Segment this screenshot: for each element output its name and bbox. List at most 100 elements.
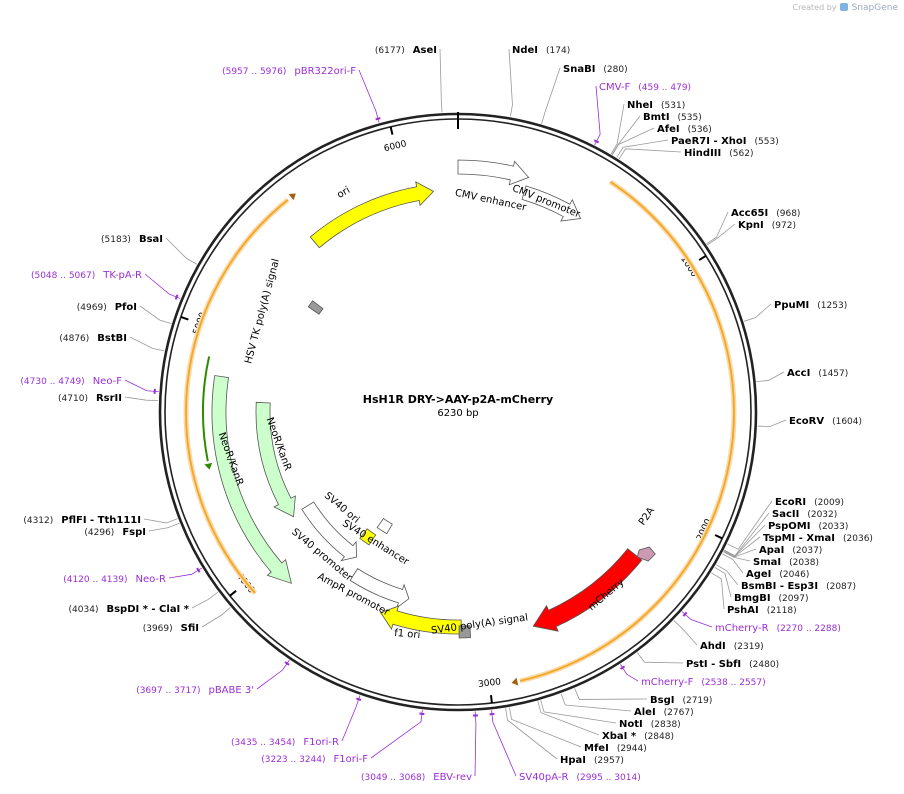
site-leader-0 [439, 48, 443, 113]
created-by-credit: Created by SnapGene [792, 3, 898, 13]
site-label: AleI (2767) [634, 707, 694, 718]
site-label: (6177)AseI [375, 45, 437, 56]
site-label: (4876)BstBI [59, 333, 127, 344]
site-name: PstI - SbfI [686, 659, 741, 670]
site-leader-30 [505, 708, 558, 760]
site-label: AccI(1457) [787, 368, 848, 379]
site-position: (2046) [779, 570, 809, 580]
tick-label-3000: 3000 [478, 677, 502, 690]
site-leader-12 [757, 419, 787, 428]
site-name: AfeI [657, 124, 680, 135]
primer-range: (5048 .. 5067) [31, 271, 95, 281]
site-position: (4312) [23, 516, 53, 526]
plasmid-size: 6230 bp [437, 408, 478, 419]
primer-range: (2538 .. 2557) [701, 678, 765, 688]
site-label: BsgI(2719) [650, 695, 712, 706]
site-position: (553) [755, 137, 779, 147]
tick-mark-6000 [389, 126, 394, 135]
site-name: BmtI [643, 112, 670, 123]
site-label: (4969)PfoI [77, 302, 137, 313]
site-position: (2944) [617, 744, 647, 754]
site-label: PshAI(2118) [727, 605, 797, 616]
site-leader-32 [191, 591, 219, 609]
primer-range: (3697 .. 3717) [136, 686, 200, 696]
site-leader-22 [711, 572, 725, 610]
site-leader-38 [165, 237, 198, 265]
primer-name: TK-pA-R [102, 270, 142, 281]
site-leader-7 [618, 148, 682, 160]
site-label: XbaI *(2848) [602, 731, 674, 742]
orf-neo-arrowhead [288, 193, 296, 201]
site-name: NheI [627, 100, 653, 111]
orf-mcherry-arrowhead [511, 677, 519, 686]
site-label: HindIII(562) [684, 148, 753, 159]
primer-name: mCherry-R [715, 623, 769, 634]
site-position: (1253) [817, 301, 847, 311]
site-position: (2767) [664, 708, 694, 718]
primer-name: Neo-R [136, 574, 167, 585]
site-name: NotI [619, 719, 643, 730]
site-position: (2036) [843, 534, 873, 544]
site-leader-1 [508, 48, 513, 117]
tick-mark-3000 [489, 694, 493, 704]
site-name: RsrII [96, 393, 122, 404]
site-leader-13 [727, 500, 773, 550]
site-name: PpuMI [774, 300, 809, 311]
site-position: (2087) [826, 582, 856, 592]
site-position: (531) [661, 101, 685, 111]
site-label: PaeR7I - XhoI(553) [671, 136, 779, 147]
primer-range: (3435 .. 3454) [231, 738, 295, 748]
site-label: Acc65I(968) [731, 208, 800, 219]
site-name: AccI [787, 368, 810, 379]
primer-leader-3 [124, 379, 159, 392]
site-label: ApaI(2037) [759, 545, 822, 556]
site-position: (174) [546, 46, 570, 56]
feature-ampr-promoter [349, 568, 410, 609]
site-position: (2719) [682, 696, 712, 706]
site-leader-10 [743, 303, 772, 322]
primer-label: (3697 .. 3717)pBABE 3' [136, 685, 254, 696]
primer-range: (2270 .. 2288) [777, 624, 841, 634]
site-label: NotI(2838) [619, 719, 681, 730]
site-position: (2033) [818, 522, 848, 532]
site-position: (2957) [594, 756, 624, 766]
site-leader-5 [612, 127, 655, 155]
label-sv40-polya: SV40 poly(A) signal [431, 612, 529, 636]
feature-ori [309, 181, 435, 249]
site-label: KpnI(972) [738, 220, 796, 231]
label-sv40-ori: SV40 ori [322, 490, 361, 525]
primer-leader-5 [256, 659, 290, 690]
site-leader-31 [201, 607, 231, 628]
site-position: (536) [688, 125, 712, 135]
site-name: BspDI * - ClaI * [106, 604, 189, 615]
site-label: SmaI (2038) [753, 557, 819, 568]
site-name: AseI [413, 45, 437, 56]
primer-mark-5 [284, 661, 290, 666]
site-leader-20 [716, 564, 739, 586]
feature-sv40-polya [458, 625, 471, 639]
site-name: MfeI [584, 743, 609, 754]
feature-f1-ori [380, 605, 462, 635]
site-position: (562) [729, 149, 753, 159]
site-name: NdeI [512, 45, 538, 56]
site-name: SmaI [753, 557, 781, 568]
feature-sv40-promoter [301, 501, 357, 562]
site-name: PflFI - Tth111I [61, 515, 141, 526]
site-position: (4034) [69, 605, 99, 615]
site-leader-35 [124, 396, 159, 402]
site-leader-37 [139, 305, 172, 325]
site-label: NheI (531) [627, 100, 685, 111]
primer-mark-9 [489, 712, 495, 716]
site-leader-33 [148, 522, 180, 532]
site-position: (535) [678, 113, 702, 123]
site-name: PfoI [115, 302, 137, 313]
site-name: AleI [634, 707, 656, 718]
primer-mark-6 [356, 697, 362, 702]
site-position: (968) [776, 209, 800, 219]
site-label: (3969)SfiI [143, 623, 199, 634]
site-position: (280) [603, 65, 627, 75]
primer-range: (2995 .. 3014) [576, 773, 640, 783]
orf-neo-inner [202, 356, 211, 462]
site-position: (2038) [789, 558, 819, 568]
